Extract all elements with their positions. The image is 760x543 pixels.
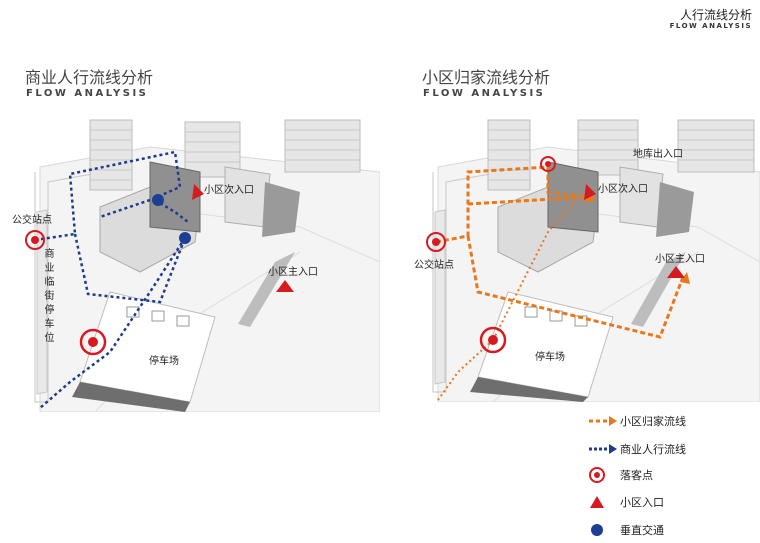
left-bus-stop-label: 公交站点 <box>12 215 52 226</box>
legend-label: 小区归家流线 <box>620 415 686 428</box>
right-site-plan <box>398 112 760 402</box>
blue-dotted-arrow-icon <box>588 440 620 458</box>
left-secondary-entrance-label: 小区次入口 <box>204 185 254 196</box>
right-main-entrance-label: 小区主入口 <box>655 254 705 265</box>
left-street-parking-label: 商业临街停车位 <box>42 248 53 346</box>
page-header-subtitle: FLOW ANALYSIS <box>669 22 752 30</box>
right-parking-label: 停车场 <box>535 352 565 363</box>
legend-label: 垂直交通 <box>620 524 664 537</box>
left-panel-subtitle: FLOW ANALYSIS <box>26 88 149 99</box>
right-panel-title: 小区归家流线分析 <box>422 68 551 87</box>
orange-dashed-arrow-icon <box>588 412 620 430</box>
left-main-entrance-label: 小区主入口 <box>268 267 318 278</box>
legend-item-vertical-traffic: 垂直交通 <box>588 521 664 539</box>
legend-item-commercial-flow: 商业人行流线 <box>588 440 686 458</box>
drop-point-icon <box>588 466 620 484</box>
right-garage-exit-label: 地库出入口 <box>633 149 683 160</box>
left-parking-label: 停车场 <box>149 356 179 367</box>
right-secondary-entrance-label: 小区次入口 <box>598 184 648 195</box>
legend-label: 小区入口 <box>620 496 664 509</box>
legend-item-home-flow: 小区归家流线 <box>588 412 686 430</box>
left-site-plan <box>0 112 380 412</box>
legend-label: 商业人行流线 <box>620 443 686 456</box>
legend-item-drop-point: 落客点 <box>588 466 653 484</box>
page-header-title: 人行流线分析 <box>679 8 752 22</box>
legend-item-entrance: 小区入口 <box>588 493 664 511</box>
red-triangle-icon <box>588 493 620 511</box>
left-panel-title: 商业人行流线分析 <box>25 68 154 87</box>
legend-label: 落客点 <box>620 469 653 482</box>
right-bus-stop-label: 公交站点 <box>414 260 454 271</box>
blue-dot-icon <box>588 521 620 539</box>
right-panel-subtitle: FLOW ANALYSIS <box>423 88 546 99</box>
